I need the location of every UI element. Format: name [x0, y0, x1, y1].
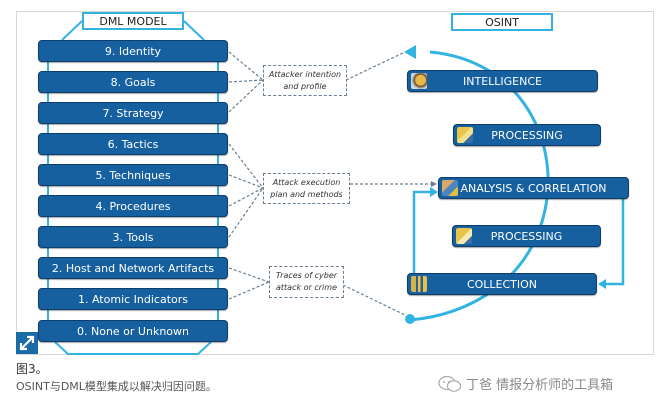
dml-level-3: 3. Tools — [38, 226, 228, 248]
dml-ladder-bottom — [54, 341, 212, 355]
mapping-label-traces: Traces of cyber attack or crime — [269, 266, 344, 298]
osint-stage-intelligence: INTELLIGENCE — [407, 70, 598, 92]
dml-level-7: 7. Strategy — [38, 102, 228, 124]
dml-level-1: 1. Atomic Indicators — [38, 288, 228, 310]
watermark-text: 丁爸 情报分析师的工具箱 — [466, 378, 614, 393]
mapping-label-intention: Attacker intention and profile — [263, 65, 347, 96]
collection-icon — [411, 276, 427, 292]
arc-start-dot — [405, 314, 415, 324]
arrowhead-collection — [598, 279, 606, 289]
watermark: 丁爸 情报分析师的工具箱 — [438, 374, 613, 393]
analysis-to-collection-arrow — [603, 198, 625, 286]
dml-level-6: 6. Tactics — [38, 133, 228, 155]
mapping-label-line: Attack execution — [272, 177, 341, 187]
osint-stage-processing-1: PROCESSING — [453, 124, 601, 146]
stage-label: PROCESSING — [490, 229, 563, 243]
stage-label: COLLECTION — [466, 277, 538, 291]
arc-arrowhead — [404, 45, 416, 59]
dml-model-header: DML MODEL — [82, 12, 184, 30]
stage-label: ANALYSIS & CORRELATION — [460, 181, 607, 195]
mapping-label-line: and profile — [283, 81, 327, 91]
figure-caption: OSINT与DML模型集成以解决归因问题。 — [16, 380, 217, 393]
mapping-label-line: attack or crime — [275, 283, 337, 292]
dml-level-9: 9. Identity — [38, 40, 228, 62]
processing-icon — [457, 127, 473, 143]
dml-level-2: 2. Host and Network Artifacts — [38, 257, 228, 279]
processing-icon — [456, 228, 472, 244]
dml-level-8: 8. Goals — [38, 71, 228, 93]
osint-stage-analysis: ANALYSIS & CORRELATION — [438, 177, 629, 199]
stage-label: PROCESSING — [491, 128, 563, 142]
expand-arrows-icon — [19, 335, 35, 351]
mapping-label-execution: Attack execution plan and methods — [263, 173, 350, 204]
collection-to-analysis-arrow — [412, 190, 432, 273]
arrowhead-analysis — [430, 187, 438, 197]
dml-level-0: 0. None or Unknown — [38, 320, 228, 342]
expand-icon[interactable] — [16, 332, 38, 354]
analysis-icon — [442, 180, 458, 196]
intelligence-icon — [411, 73, 427, 89]
osint-stage-processing-2: PROCESSING — [452, 225, 601, 247]
dml-ladder-top — [61, 20, 83, 41]
dml-ladder-top-right — [183, 20, 205, 41]
mapping-label-line: Attacker intention — [268, 69, 342, 79]
dml-level-4: 4. Procedures — [38, 195, 228, 217]
mapping-label-line: plan and methods — [270, 189, 343, 199]
stage-label: INTELLIGENCE — [463, 74, 542, 88]
dashed-arrowhead — [431, 181, 437, 187]
wechat-icon — [438, 375, 462, 392]
mapping-label-line: Traces of cyber — [275, 271, 338, 280]
osint-stage-collection: COLLECTION — [407, 273, 597, 295]
dml-level-5: 5. Techniques — [38, 164, 228, 186]
dashed-mapping-lines — [228, 51, 433, 316]
osint-header: OSINT — [451, 13, 553, 31]
figure-number: 图3。 — [16, 362, 48, 376]
